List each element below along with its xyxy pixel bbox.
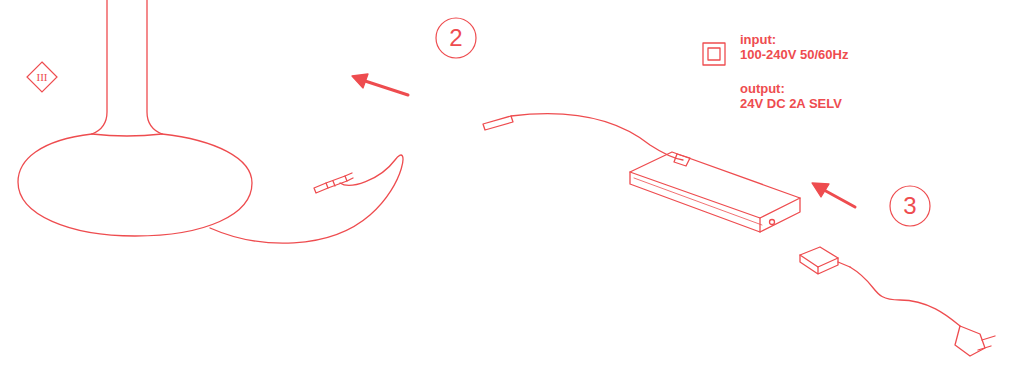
output-rating: 24V DC 2A SELV (740, 96, 842, 111)
connector-tip (345, 173, 353, 181)
power-socket (770, 220, 775, 225)
connector-ridges (326, 181, 335, 188)
class-ii-symbol (703, 43, 725, 65)
callout-number-text: 2 (449, 26, 462, 50)
iec-plug (800, 247, 838, 267)
power-adapter-seam (634, 178, 762, 225)
male-connector (314, 176, 347, 193)
lamp-base-top (92, 134, 162, 136)
power-adapter (630, 172, 800, 232)
diamond-outline (27, 62, 57, 92)
class-iii-symbol-text: III (37, 72, 48, 83)
input-heading: input: (740, 32, 776, 47)
lamp-base (18, 134, 252, 236)
output-heading: output: (740, 81, 785, 96)
circle-outline (436, 18, 476, 58)
arrow (824, 190, 855, 207)
lamp-pole (147, 0, 162, 134)
arrowhead (812, 183, 829, 197)
lamp-pole (92, 0, 107, 134)
female-connector (483, 116, 513, 130)
input-rating: 100-240V 50/60Hz (740, 47, 848, 62)
iec-plug-grip (838, 262, 850, 267)
plug-pins (978, 336, 995, 350)
class-iii-symbol: III (26, 61, 58, 93)
lamp-cable (210, 155, 403, 243)
iec-plug (800, 255, 838, 274)
power-adapter-edge (759, 218, 760, 232)
circle-outline (890, 186, 930, 226)
mains-cable (850, 267, 960, 326)
mains-plug (955, 326, 985, 356)
arrowhead (352, 74, 368, 88)
callout-number: 2 (435, 17, 477, 59)
arrow (362, 80, 408, 95)
class-ii-symbol (708, 48, 720, 60)
adapter-cable (511, 114, 683, 160)
callout-number-text: 3 (903, 194, 916, 218)
callout-number: 3 (889, 185, 931, 227)
